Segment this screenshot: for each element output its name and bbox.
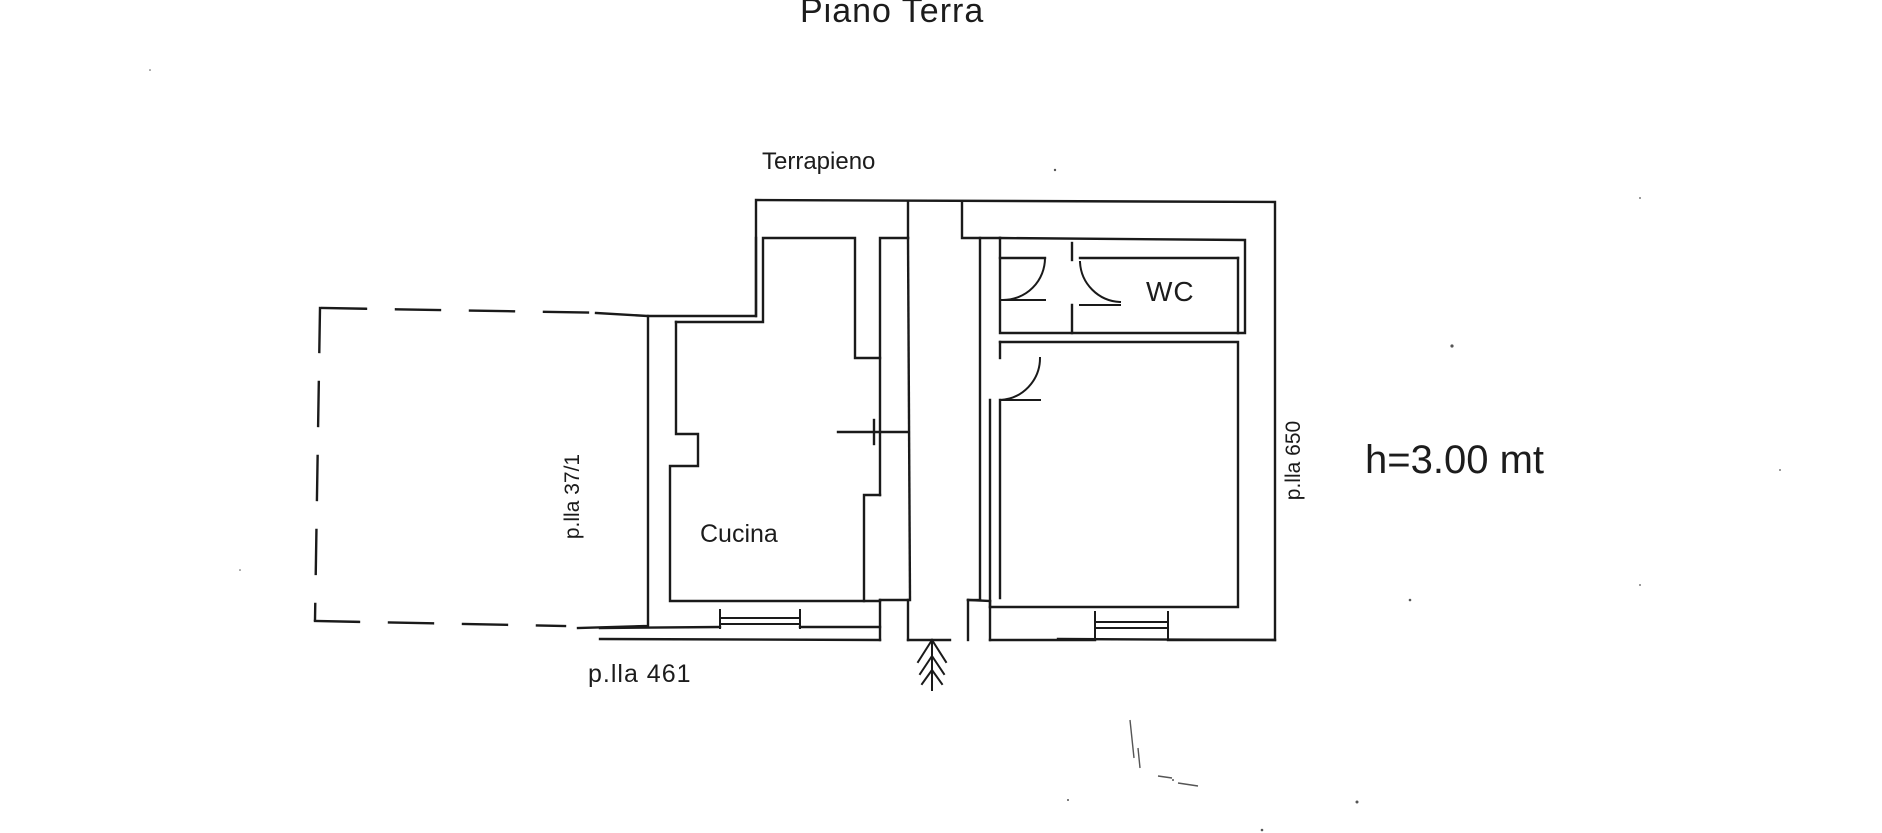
entrance-arrow-icon bbox=[916, 638, 948, 691]
door-swings bbox=[998, 256, 1122, 402]
plan-title: Piano Terra bbox=[800, 0, 985, 30]
room-label-wc: WC bbox=[1146, 276, 1195, 307]
parcel-label-right: p.lla 650 bbox=[1282, 420, 1306, 501]
corridor-walls bbox=[906, 200, 1002, 602]
adjacent-parcel-outline bbox=[313, 306, 614, 628]
ceiling-height-label: h=3.00 mt bbox=[1365, 438, 1545, 482]
kitchen-window bbox=[719, 609, 801, 629]
kitchen-walls bbox=[668, 236, 910, 603]
scan-marks bbox=[1129, 719, 1199, 787]
bedroom-window bbox=[1094, 611, 1169, 641]
scan-speckles bbox=[149, 69, 1781, 832]
terrapieno-label: Terrapieno bbox=[762, 148, 876, 175]
parcel-label-bottom: p.lla 461 bbox=[588, 660, 692, 688]
room-label-cucina: Cucina bbox=[700, 520, 778, 548]
wc-walls bbox=[998, 236, 1247, 335]
parcel-label-left: p.lla 37/1 bbox=[561, 453, 585, 540]
outer-wall bbox=[576, 198, 1277, 642]
bedroom-walls bbox=[988, 340, 1240, 609]
bottom-wall bbox=[798, 598, 1277, 642]
